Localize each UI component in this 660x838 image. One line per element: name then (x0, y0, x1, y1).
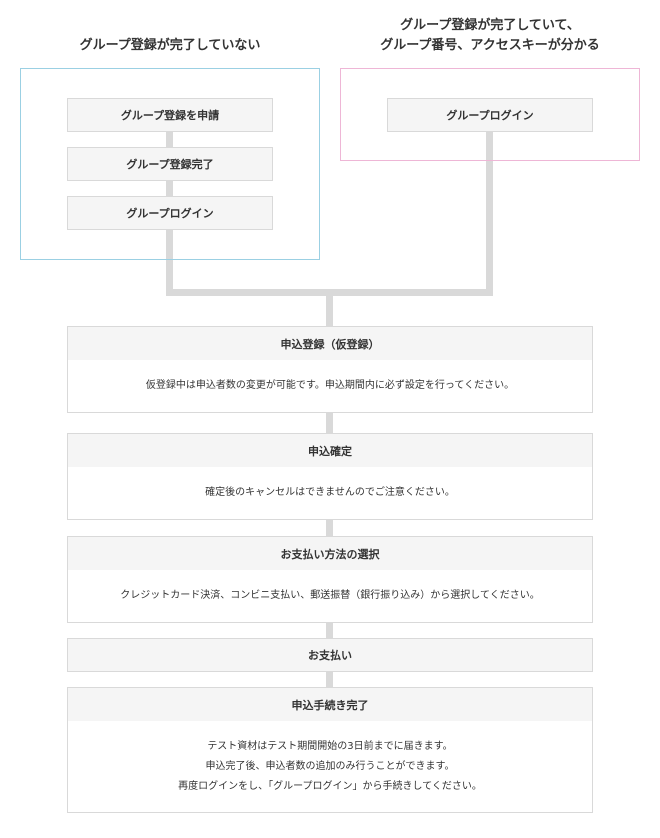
step-group-registration-complete[interactable]: グループ登録完了 (67, 147, 273, 181)
step-apply-group-registration[interactable]: グループ登録を申請 (67, 98, 273, 132)
heading-existing-group-line2: グループ番号、アクセスキーが分かる (380, 38, 600, 53)
flow-card-application-complete: 申込手続き完了 テスト資材はテスト期間開始の3日前までに届きます。 申込完了後、… (67, 687, 593, 813)
flow-card-provisional-registration: 申込登録（仮登録） 仮登録中は申込者数の変更が可能です。申込期間内に必ず設定を行… (67, 326, 593, 413)
heading-existing-group: グループ登録が完了していて、 グループ番号、アクセスキーが分かる (340, 16, 640, 56)
flow-card-text: 再度ログインをし、「グループログイン」から手続きしてください。 (178, 780, 482, 792)
flow-card-text: クレジットカード決済、コンビニ支払い、郵送振替（銀行振り込み）から選択してくださ… (120, 590, 540, 601)
flow-card-title: お支払い (68, 639, 592, 671)
flow-card-text: 申込完了後、申込者数の追加のみ行うことができます。 (205, 760, 455, 772)
flow-card-title: 申込手続き完了 (68, 688, 592, 721)
flow-card-text: 確定後のキャンセルはできませんのでご注意ください。 (205, 487, 455, 498)
flow-card-text: テスト資材はテスト期間開始の3日前までに届きます。 (207, 740, 453, 752)
flow-card-text: 仮登録中は申込者数の変更が可能です。申込期間内に必ず設定を行ってください。 (145, 380, 515, 391)
step-group-login-new[interactable]: グループログイン (67, 196, 273, 230)
flow-card-body: 仮登録中は申込者数の変更が可能です。申込期間内に必ず設定を行ってください。 (68, 360, 592, 412)
flow-card-payment: お支払い (67, 638, 593, 672)
flow-card-body: クレジットカード決済、コンビニ支払い、郵送振替（銀行振り込み）から選択してくださ… (68, 570, 592, 622)
heading-existing-group-line1: グループ登録が完了していて、 (400, 18, 580, 33)
flow-card-body: テスト資材はテスト期間開始の3日前までに届きます。 申込完了後、申込者数の追加の… (68, 721, 592, 812)
flow-card-title: 申込確定 (68, 434, 592, 467)
step-group-login-existing[interactable]: グループログイン (387, 98, 593, 132)
flow-card-title: 申込登録（仮登録） (68, 327, 592, 360)
flow-card-confirm-application: 申込確定 確定後のキャンセルはできませんのでご注意ください。 (67, 433, 593, 520)
heading-new-group: グループ登録が完了していない (79, 38, 261, 53)
flow-card-body: 確定後のキャンセルはできませんのでご注意ください。 (68, 467, 592, 519)
frame-existing-group (340, 68, 640, 161)
connector-right-vertical (486, 128, 493, 295)
flow-card-title: お支払い方法の選択 (68, 537, 592, 570)
flow-card-payment-method: お支払い方法の選択 クレジットカード決済、コンビニ支払い、郵送振替（銀行振り込み… (67, 536, 593, 623)
frame-new-group (20, 68, 320, 260)
